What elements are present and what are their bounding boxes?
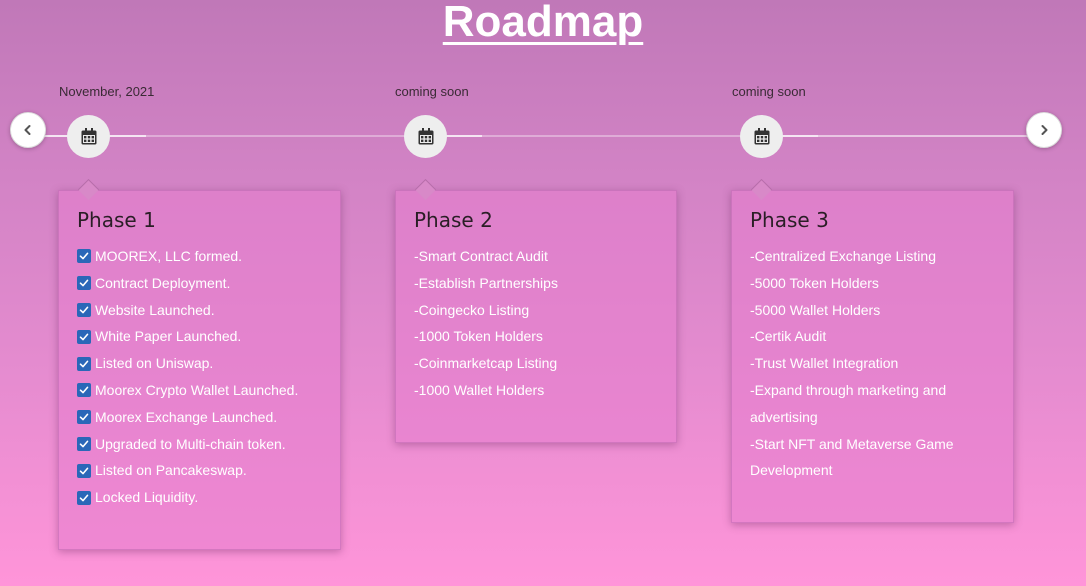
- phase-item-text: Website Launched.: [95, 301, 215, 318]
- phase-item: Development: [750, 457, 995, 484]
- chevron-right-icon: [1041, 125, 1048, 135]
- phase-item: -Establish Partnerships: [414, 270, 658, 297]
- phase-item-text: White Paper Launched.: [95, 328, 242, 345]
- phase-item-text: -Coinmarketcap Listing: [414, 355, 558, 372]
- phase-item: -Coinmarketcap Listing: [414, 350, 658, 377]
- phase-item-text: Listed on Pancakeswap.: [95, 462, 247, 479]
- phase-item-text: Development: [750, 462, 833, 479]
- checkbox-checked-icon: [77, 329, 91, 344]
- phase-item-text: MOOREX, LLC formed.: [95, 248, 243, 264]
- timeline-date-1: November, 2021: [59, 84, 155, 99]
- checkbox-checked-icon: [77, 276, 91, 291]
- phase-item: Moorex Exchange Launched.: [77, 404, 322, 431]
- checkbox-checked-icon: [77, 383, 91, 398]
- checkbox-checked-icon: [77, 463, 91, 478]
- phase-item-text: Upgraded to Multi-chain token.: [95, 435, 286, 452]
- timeline-line: [146, 135, 406, 137]
- phase-item-text: Contract Deployment.: [95, 274, 231, 291]
- phase-item: Website Launched.: [77, 297, 322, 324]
- phase-item: White Paper Launched.: [77, 323, 322, 350]
- phase-item: -Smart Contract Audit: [414, 243, 658, 270]
- phase-item-text: -Coingecko Listing: [414, 301, 530, 318]
- calendar-icon: [81, 128, 96, 145]
- calendar-icon: [418, 128, 433, 145]
- phase-item-text: -Smart Contract Audit: [414, 248, 548, 264]
- phase-item: -Certik Audit: [750, 323, 995, 350]
- phase-item: Locked Liquidity.: [77, 484, 322, 511]
- phase-item-text: -5000 Wallet Holders: [750, 301, 881, 318]
- phase-item: Moorex Crypto Wallet Launched.: [77, 377, 322, 404]
- phase-title: Phase 3: [750, 208, 829, 232]
- phase-item: -Coingecko Listing: [414, 297, 658, 324]
- timeline-next-button[interactable]: [1026, 112, 1062, 148]
- phase-item-text: -Establish Partnerships: [414, 274, 558, 291]
- card-pointer: [414, 178, 437, 201]
- phase-title: Phase 2: [414, 208, 493, 232]
- phase-card-2: Phase 2 -Smart Contract Audit -Establish …: [395, 178, 677, 443]
- phase-card-1: Phase 1 MOOREX, LLC formed. Contract Depl…: [58, 178, 341, 550]
- phase-item: -Trust Wallet Integration: [750, 350, 995, 377]
- phase-item: -Centralized Exchange Listing: [750, 243, 995, 270]
- phase-card-3: Phase 3 -Centralized Exchange Listing -50…: [731, 178, 1014, 523]
- checkbox-checked-icon: [77, 249, 91, 264]
- checkbox-checked-icon: [77, 410, 91, 425]
- phase-item: -Start NFT and Metaverse Game: [750, 431, 995, 458]
- phase-item-text: -1000 Token Holders: [414, 328, 543, 345]
- phase-item-text: -Start NFT and Metaverse Game: [750, 435, 954, 452]
- phase-item: Listed on Uniswap.: [77, 350, 322, 377]
- phase-item: advertising: [750, 404, 995, 431]
- phase-item-text: -1000 Wallet Holders: [414, 381, 545, 398]
- chevron-left-icon: [24, 125, 31, 135]
- milestone-phase-1[interactable]: [67, 115, 110, 158]
- phase-item: -1000 Wallet Holders: [414, 377, 658, 404]
- phase-item-text: Moorex Crypto Wallet Launched.: [95, 381, 299, 398]
- milestone-phase-3[interactable]: [740, 115, 783, 158]
- checkbox-checked-icon: [77, 436, 91, 451]
- phase-item: Contract Deployment.: [77, 270, 322, 297]
- phase-item: Listed on Pancakeswap.: [77, 457, 322, 484]
- phase-item-text: -Certik Audit: [750, 328, 827, 345]
- timeline-line: [482, 135, 742, 137]
- checkbox-checked-icon: [77, 356, 91, 371]
- phase-item: MOOREX, LLC formed.: [77, 243, 322, 270]
- phase-item-text: -Expand through marketing and: [750, 381, 947, 398]
- card-pointer: [750, 178, 773, 201]
- timeline-prev-button[interactable]: [10, 112, 46, 148]
- checkbox-checked-icon: [77, 490, 91, 505]
- milestone-phase-2[interactable]: [404, 115, 447, 158]
- phase-item-text: -Centralized Exchange Listing: [750, 248, 936, 264]
- phase-item-text: Locked Liquidity.: [95, 489, 199, 506]
- phase-item: -5000 Token Holders: [750, 270, 995, 297]
- checkbox-checked-icon: [77, 302, 91, 317]
- phase-item-text: -Trust Wallet Integration: [750, 355, 899, 372]
- phase-item-text: Listed on Uniswap.: [95, 355, 214, 372]
- phase-item-text: Moorex Exchange Launched.: [95, 408, 278, 425]
- phase-item: -1000 Token Holders: [414, 323, 658, 350]
- phase-list: MOOREX, LLC formed. Contract Deployment. W…: [77, 243, 322, 511]
- page-title: Roadmap: [442, 0, 644, 46]
- phase-list: -Smart Contract Audit -Establish Partners…: [414, 243, 658, 404]
- calendar-icon: [754, 128, 769, 145]
- phase-item-text: advertising: [750, 408, 818, 425]
- phase-list: -Centralized Exchange Listing -5000 Token…: [750, 243, 995, 484]
- card-pointer: [77, 178, 100, 201]
- phase-title: Phase 1: [77, 208, 156, 232]
- timeline-date-2: coming soon: [395, 84, 469, 99]
- timeline-line: [818, 135, 1028, 137]
- phase-item: Upgraded to Multi-chain token.: [77, 431, 322, 458]
- timeline-date-3: coming soon: [732, 84, 806, 99]
- phase-item-text: -5000 Token Holders: [750, 274, 879, 291]
- phase-item: -5000 Wallet Holders: [750, 297, 995, 324]
- phase-item: -Expand through marketing and: [750, 377, 995, 404]
